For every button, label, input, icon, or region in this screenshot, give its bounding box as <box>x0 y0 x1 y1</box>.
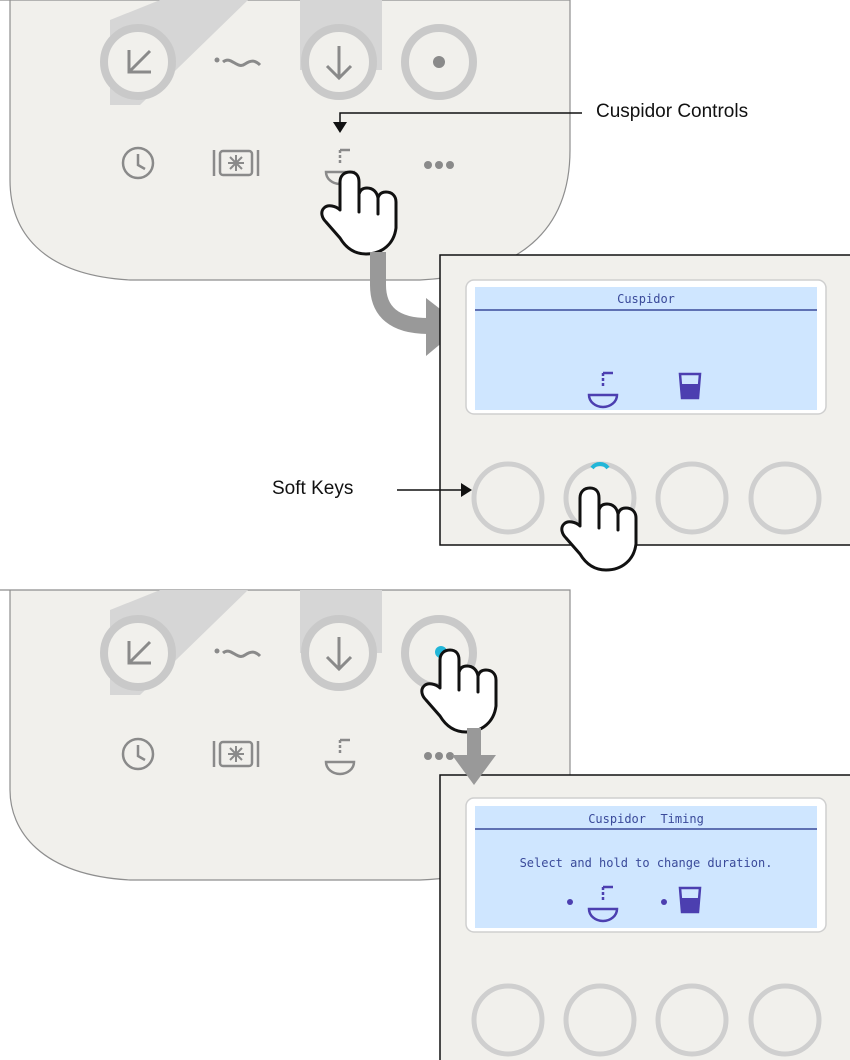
more-button-2[interactable] <box>424 752 454 760</box>
control-panel-top <box>0 0 571 281</box>
soft-key-1[interactable] <box>471 983 545 1057</box>
wave-icon <box>214 648 262 658</box>
chair-reclined-icon <box>127 49 152 74</box>
soft-key-4[interactable] <box>748 983 822 1057</box>
soft-keys-leader <box>397 483 472 497</box>
timer-icon <box>121 737 155 771</box>
soft-key-2[interactable] <box>563 983 637 1057</box>
light-icon <box>212 149 260 177</box>
chair-reclined-button[interactable] <box>100 24 176 100</box>
record-dot-icon <box>433 56 445 68</box>
soft-key-1[interactable] <box>471 461 545 535</box>
down-arrow-connector <box>452 728 496 785</box>
down-arrow-icon <box>325 637 353 672</box>
cuspidor-controls-leader <box>333 112 582 133</box>
soft-key-led <box>590 462 610 470</box>
more-button[interactable] <box>424 161 454 169</box>
soft-key-3[interactable] <box>655 461 729 535</box>
chair-reclined-icon <box>127 640 152 665</box>
timer-button-2[interactable] <box>121 737 155 771</box>
soft-key-4[interactable] <box>748 461 822 535</box>
record-button[interactable] <box>401 24 477 100</box>
light-button[interactable] <box>212 149 260 177</box>
screen-panel-2: Cuspidor Timing Select and hold to chang… <box>439 774 850 1060</box>
selector-dot <box>567 899 573 905</box>
control-panel-bottom <box>0 589 571 881</box>
cuspidor-controls-label: Cuspidor Controls <box>596 101 749 122</box>
more-icon <box>424 752 454 760</box>
light-icon <box>212 740 260 768</box>
soft-key-3[interactable] <box>655 983 729 1057</box>
wave-button[interactable] <box>214 57 262 67</box>
timer-icon <box>121 146 155 180</box>
soft-keys-label: Soft Keys <box>272 478 354 499</box>
screen1-title: Cuspidor <box>617 292 675 306</box>
more-icon <box>424 161 454 169</box>
down-arrow-icon <box>325 46 353 81</box>
timer-button[interactable] <box>121 146 155 180</box>
selector-dot <box>661 899 667 905</box>
screen-panel-1: Cuspidor <box>439 254 850 546</box>
screen2-message: Select and hold to change duration. <box>520 856 773 870</box>
down-arrow-button[interactable] <box>301 24 377 100</box>
wave-button-2[interactable] <box>214 648 262 658</box>
screen2-title: Cuspidor Timing <box>588 812 704 826</box>
chair-reclined-button-2[interactable] <box>100 615 176 691</box>
light-button-2[interactable] <box>212 740 260 768</box>
wave-icon <box>214 57 262 67</box>
down-arrow-button-2[interactable] <box>301 615 377 691</box>
